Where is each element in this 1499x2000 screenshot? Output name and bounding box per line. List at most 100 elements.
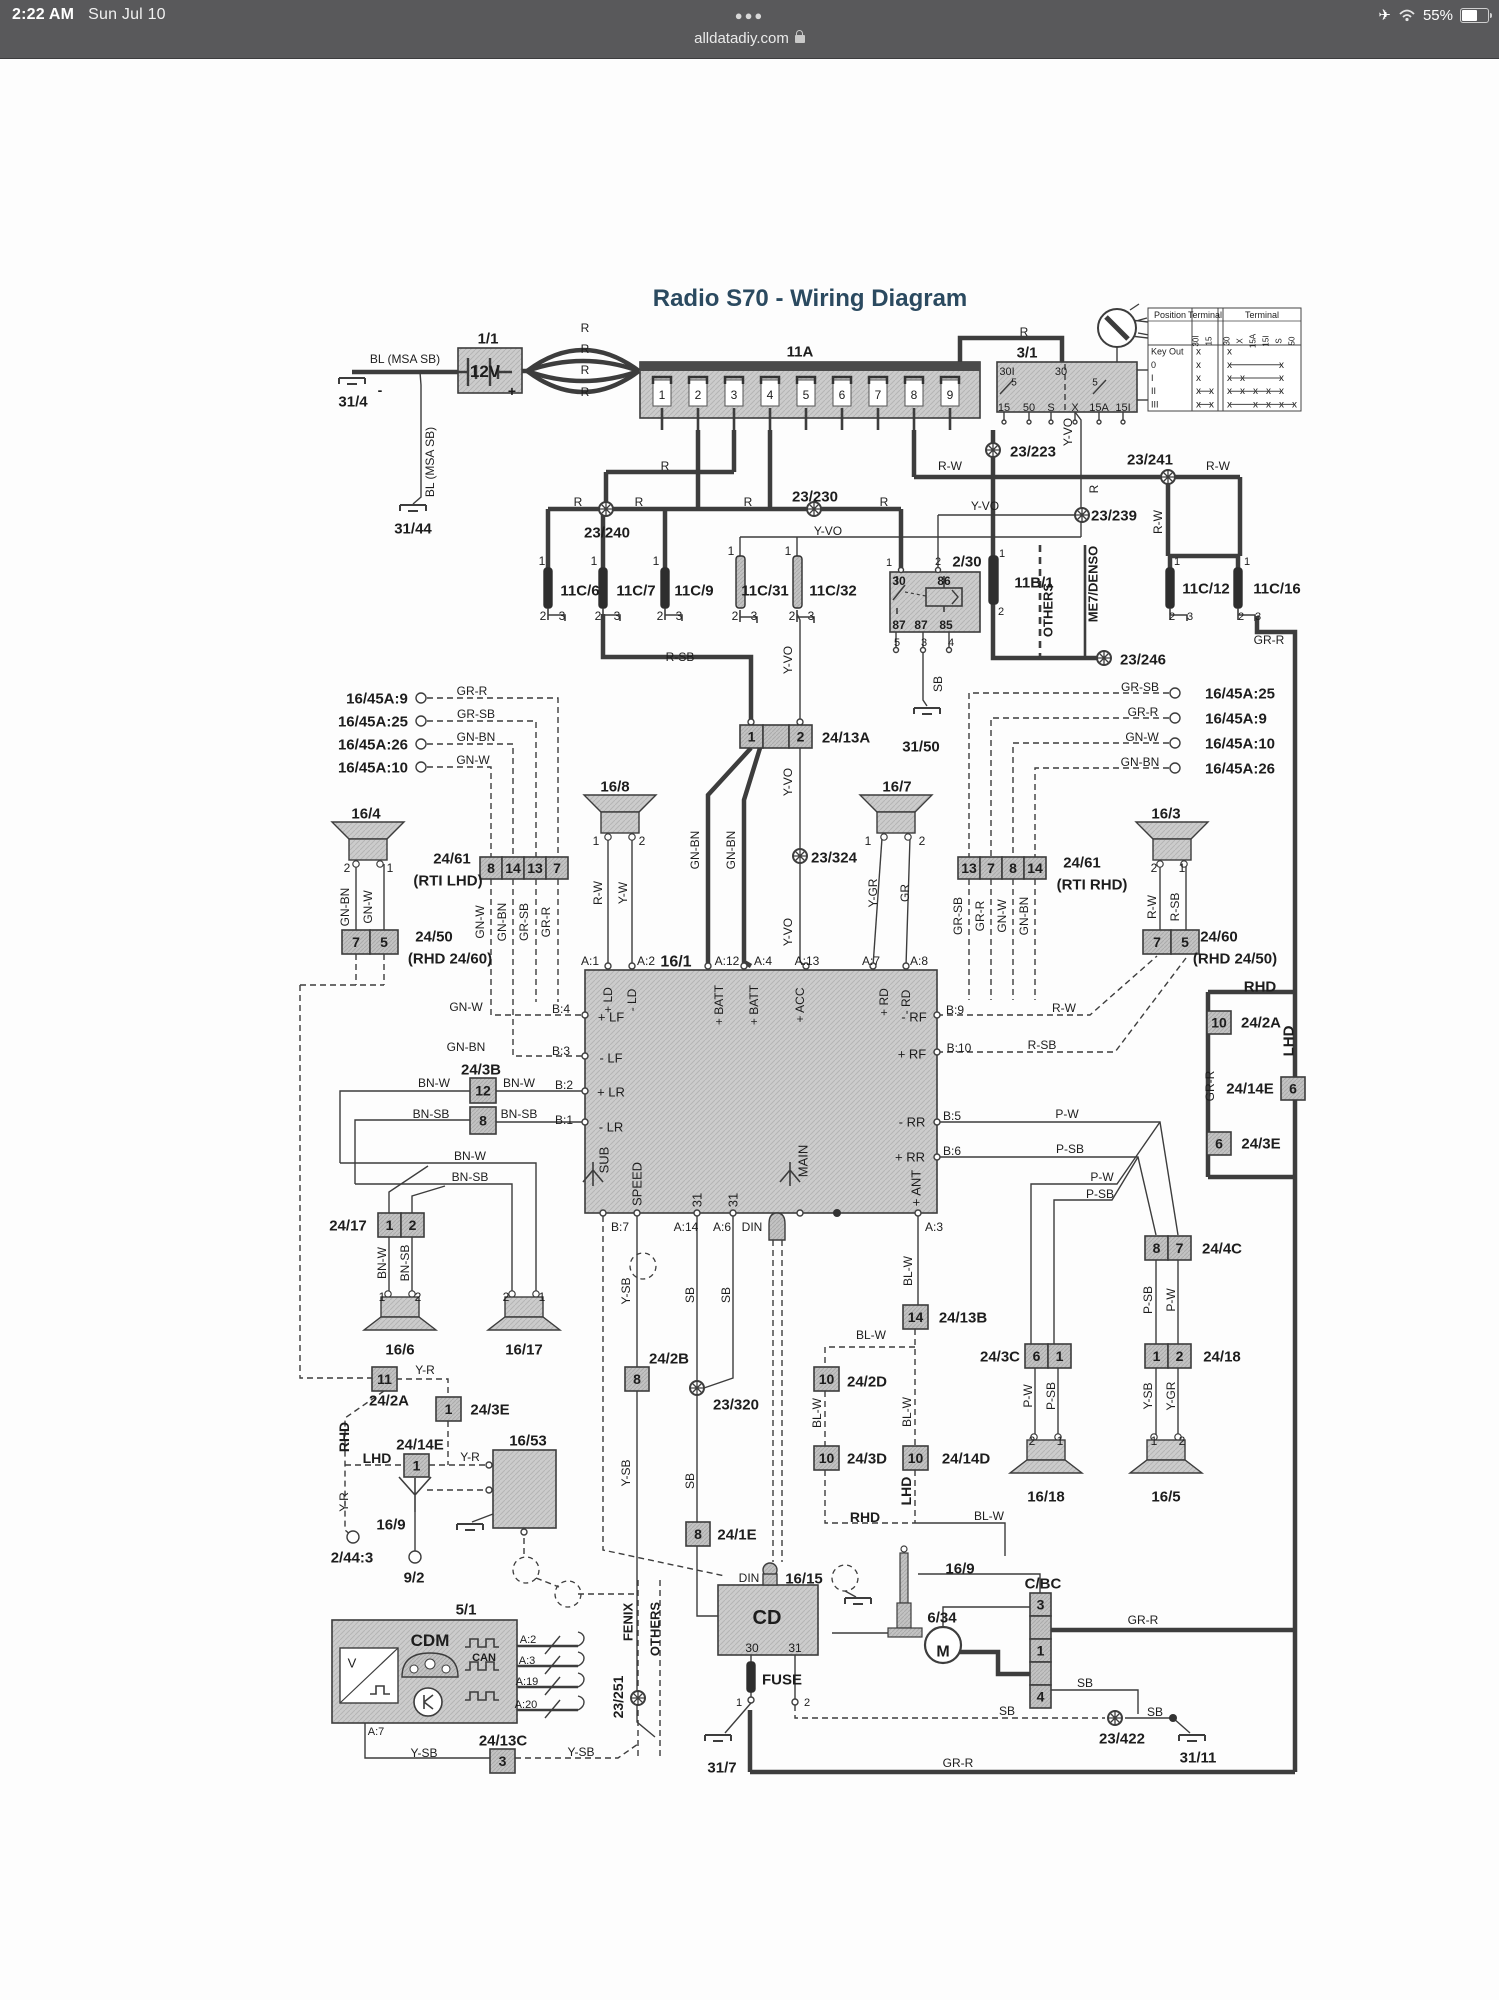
diagram-label: (RTI RHD) xyxy=(1057,876,1128,893)
connector-pin: 11 xyxy=(371,1366,398,1392)
wire xyxy=(525,347,641,373)
svg-text:13: 13 xyxy=(527,860,543,876)
diagram-label: 5 xyxy=(1011,378,1017,389)
diagram-label: GN-BN xyxy=(447,1040,486,1054)
diagram-label: + ACC xyxy=(793,987,807,1022)
connector-pin: 6 xyxy=(1024,1343,1049,1369)
diagram-label: 23/422 xyxy=(1099,1730,1145,1747)
diagram-label: 16/5 xyxy=(1151,1488,1180,1505)
svg-text:7: 7 xyxy=(1176,1240,1184,1256)
diagram-label: GN-W xyxy=(456,753,490,767)
fusebox-busbar xyxy=(640,362,980,371)
diagram-label: 2 xyxy=(732,609,739,623)
diagram-label: 24/13A xyxy=(822,729,871,746)
ground-icon xyxy=(913,707,941,715)
fuse-icon xyxy=(598,567,608,609)
diagram-label: A:7 xyxy=(368,1726,385,1738)
connector-pin: 5 xyxy=(369,929,399,955)
terminal-circle xyxy=(704,962,712,970)
connector-pin: 14 xyxy=(902,1304,929,1330)
diagram-label: 31/44 xyxy=(394,520,432,537)
connector-pin: 12 xyxy=(469,1077,497,1104)
terminal-circle xyxy=(934,566,942,574)
status-icons: ✈ 55% xyxy=(1378,5,1492,25)
diagram-label: 5 xyxy=(1092,378,1098,389)
diagram-label: 2 xyxy=(415,1290,422,1304)
ignition-key-icon xyxy=(1097,303,1150,348)
wire xyxy=(411,1185,446,1213)
time-label: 2:22 AM xyxy=(12,6,75,23)
diagram-label: LHD xyxy=(1280,1025,1297,1056)
svg-text:13: 13 xyxy=(961,860,977,876)
terminal-circle xyxy=(415,692,427,704)
diagram-label: Y-SB xyxy=(411,1746,438,1760)
wire xyxy=(1051,1689,1139,1714)
site-domain-label[interactable]: alldatadiy.com xyxy=(694,30,789,47)
battery-icon xyxy=(458,358,512,386)
diagram-label: 16/53 xyxy=(509,1432,547,1449)
diagram-label: DIN xyxy=(742,1220,763,1234)
wire xyxy=(535,1577,560,1588)
speaker-icon xyxy=(858,794,934,841)
table-label: 30 xyxy=(1223,336,1232,345)
diagram-label: A:12 xyxy=(715,954,740,968)
connector-pin: 2 xyxy=(400,1212,425,1238)
diagram-label: A:3 xyxy=(925,1220,943,1234)
table-label: 15A xyxy=(1249,333,1258,348)
diagram-label: 30 xyxy=(1055,366,1067,378)
terminal-circle xyxy=(599,1209,607,1217)
diagram-label: 16/45A:25 xyxy=(1205,685,1275,702)
terminal-circle xyxy=(1026,419,1032,425)
connector-pin: 7 xyxy=(979,856,1003,880)
terminal-circle xyxy=(1169,687,1181,699)
diagram-label: SPEED xyxy=(630,1162,645,1206)
diagram-label: R xyxy=(661,459,670,473)
connector-pin: 1 xyxy=(377,1212,402,1238)
diagram-label: + RR xyxy=(895,1150,925,1165)
svg-text:5: 5 xyxy=(1181,934,1189,950)
diagram-label: 2 xyxy=(935,556,941,568)
fuse-cell xyxy=(868,379,888,407)
diagram-label: R-W xyxy=(1052,1001,1077,1015)
fuse-cell xyxy=(940,379,960,407)
table-label: X xyxy=(1236,338,1245,344)
connector-pin: 2 xyxy=(788,724,813,749)
wire xyxy=(872,837,883,967)
diagram-label: 11C/31 xyxy=(741,582,789,599)
url-bar[interactable]: alldatadiy.com xyxy=(0,30,1499,47)
diagram-label: RHD xyxy=(1244,978,1277,995)
diagram-label: + RD xyxy=(877,988,891,1016)
diagram-label: 24/14D xyxy=(942,1450,991,1467)
diagram-label: GR-R xyxy=(973,900,987,931)
diagram-label: 15I xyxy=(1115,402,1130,414)
diagram-label: BN-SB xyxy=(501,1107,538,1121)
terminal-circle xyxy=(933,1011,941,1019)
diagram-label: 2 xyxy=(1238,611,1244,623)
tab-overview-icon[interactable]: ●●● xyxy=(734,8,765,23)
diagram-label: - LD xyxy=(625,988,639,1011)
table-label: 50 xyxy=(1288,336,1297,345)
diagram-label: 2 xyxy=(657,609,664,623)
terminal-circle xyxy=(485,1461,493,1469)
svg-text:3: 3 xyxy=(499,1753,507,1769)
terminal-circle xyxy=(1096,419,1102,425)
diagram-label: R-W xyxy=(938,459,963,473)
diagram-label: 2 xyxy=(804,1697,810,1709)
diagram-label: GR-R xyxy=(943,1756,974,1770)
terminal-circle xyxy=(1169,762,1181,774)
wire xyxy=(824,1346,915,1367)
diagram-label: 16/45A:9 xyxy=(346,690,408,707)
diagram-label: B:2 xyxy=(555,1078,573,1092)
diagram-label: 1 xyxy=(593,834,600,848)
diagram-label: 5 xyxy=(894,637,900,649)
diagram-label: A:2 xyxy=(637,954,655,968)
diagram-label: R xyxy=(880,495,889,509)
wire xyxy=(990,604,1104,661)
wire xyxy=(340,1162,537,1294)
diagram-label: 1 xyxy=(728,544,735,558)
wire xyxy=(299,985,372,1379)
terminal-circle xyxy=(933,1153,941,1161)
